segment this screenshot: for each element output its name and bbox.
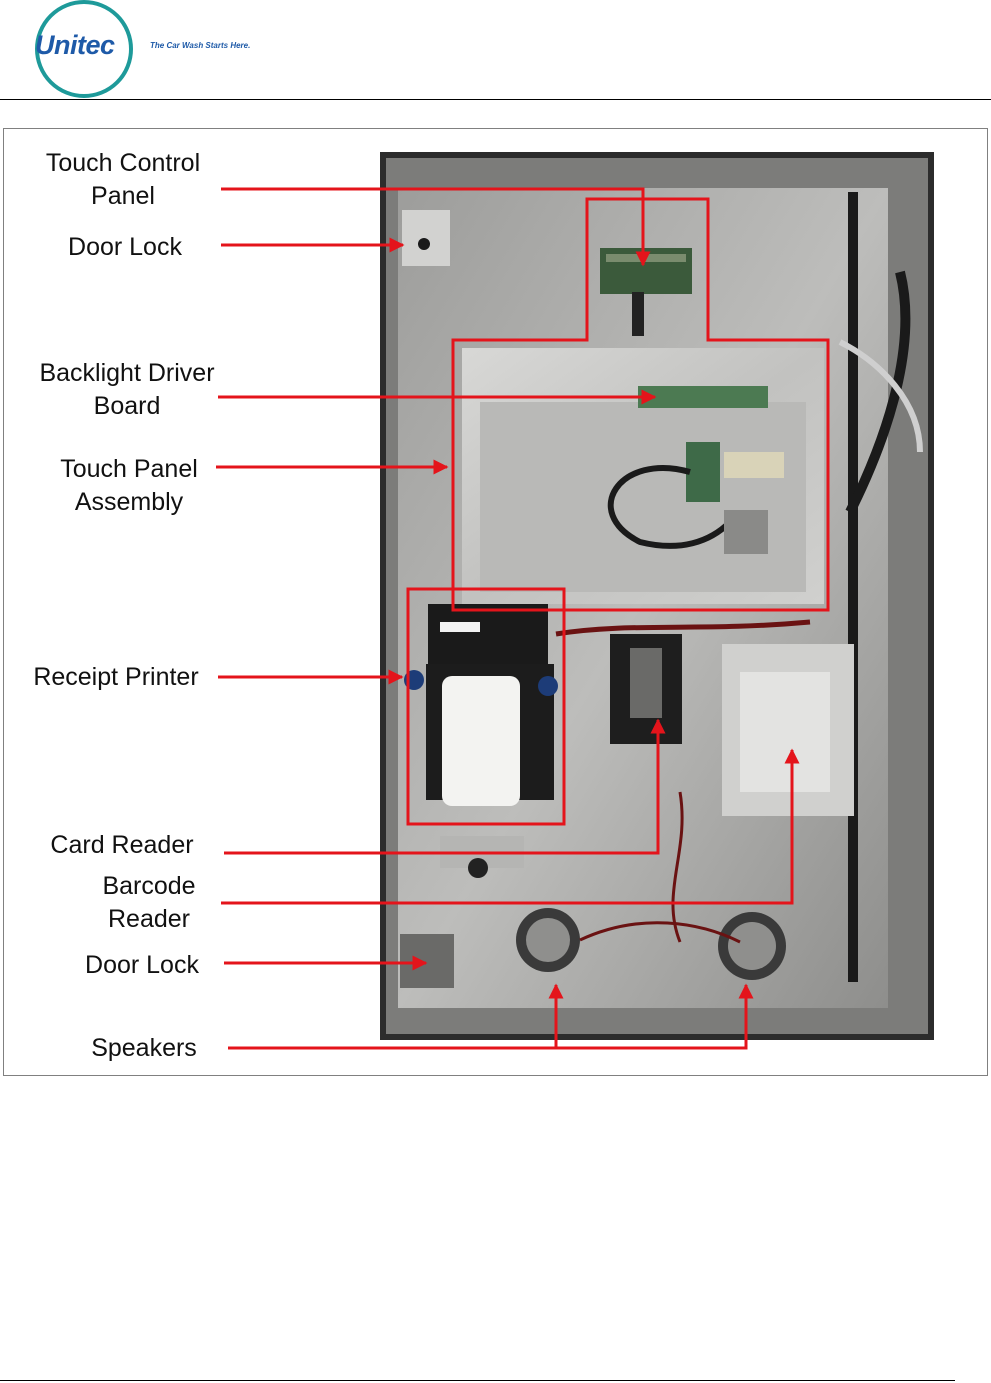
logo-wordmark: Unitec [35, 30, 115, 60]
footer-divider [0, 1380, 955, 1381]
logo-tagline: The Car Wash Starts Here. [150, 41, 251, 50]
kiosk-interior-photo [380, 152, 934, 1040]
label-line: Touch Panel [60, 455, 198, 483]
label-touch-panel-assembly: Touch Panel Assembly [36, 453, 222, 519]
label-card-reader: Card Reader [50, 831, 194, 859]
label-line: Touch Control [45, 149, 201, 177]
label-barcode-reader: Barcode Reader [82, 870, 216, 936]
label-line: Assembly [74, 488, 184, 516]
label-door-lock-bottom: Door Lock [85, 951, 199, 979]
logo-ring [35, 0, 133, 98]
label-receipt-printer: Receipt Printer [33, 663, 199, 691]
unitec-logo: Unitec [35, 0, 139, 98]
label-line: Board [93, 392, 161, 420]
label-line: Reader [108, 905, 190, 933]
label-line: Barcode [102, 872, 196, 900]
label-line: Backlight Driver [39, 359, 215, 387]
label-line: Panel [91, 182, 155, 210]
header-divider [0, 99, 991, 100]
label-door-lock-top: Door Lock [68, 233, 182, 261]
label-touch-control-panel: Touch Control Panel [22, 147, 224, 213]
label-backlight-driver-board: Backlight Driver Board [22, 357, 232, 423]
label-speakers: Speakers [91, 1034, 197, 1062]
